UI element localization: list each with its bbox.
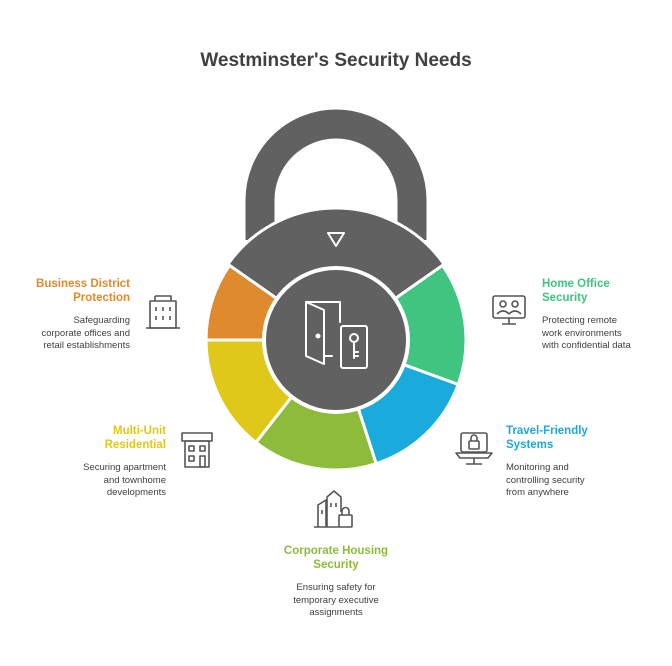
apartment-icon — [181, 432, 213, 468]
multi-title-line2: Residential — [104, 439, 166, 451]
home-title-line2: Security — [542, 292, 588, 304]
lock-shackle — [245, 109, 427, 240]
travel-desc-line1: Monitoring and — [506, 462, 569, 473]
video-call-icon — [492, 295, 526, 325]
buildings-lock-icon — [314, 490, 353, 528]
laptop-lock-icon — [455, 432, 493, 465]
multi-desc-line3: developments — [106, 487, 166, 498]
corporate-title-line2: Security — [313, 559, 359, 571]
corporate-title-line1: Corporate Housing — [283, 545, 389, 557]
home-desc-line1: Protecting remote — [542, 315, 617, 326]
door-key-icon — [305, 301, 368, 369]
travel-title-line2: Systems — [506, 439, 554, 451]
multi-desc-line2: and townhome — [103, 474, 166, 486]
corporate-desc-line3: assignments — [309, 607, 363, 618]
travel-title-line1: Travel-Friendly — [506, 425, 588, 437]
office-building-icon — [146, 295, 180, 329]
multi-title-line1: Multi-Unit — [112, 425, 166, 437]
triangle-down-icon — [327, 232, 345, 247]
multi-desc-line1: Securing apartment — [83, 462, 166, 473]
home-title-line1: Home Office — [542, 278, 610, 290]
business-title-line2: Protection — [73, 292, 130, 304]
travel-desc-line2: controlling security — [506, 474, 585, 486]
home-desc-line2: work environments — [542, 327, 622, 339]
business-title-line1: Business District — [36, 278, 130, 290]
business-desc-line3: retail establishments — [43, 340, 130, 351]
corporate-desc-line1: Ensuring safety for — [296, 582, 376, 593]
corporate-desc-line2: temporary executive — [293, 594, 379, 606]
business-desc-line2: corporate offices and — [41, 327, 130, 339]
diagram-title: Westminster's Security Needs — [200, 50, 472, 71]
lock-center-hub — [262, 266, 410, 414]
home-desc-line3: with confidential data — [542, 340, 631, 351]
travel-desc-line3: from anywhere — [506, 487, 569, 498]
business-desc-line1: Safeguarding — [73, 315, 130, 326]
